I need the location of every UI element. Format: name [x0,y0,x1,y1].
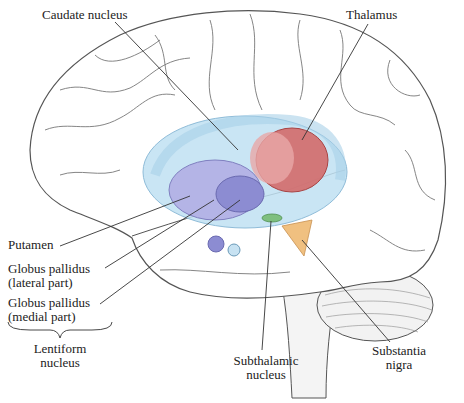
leader-line [302,240,390,342]
cerebrum-outline [30,11,446,298]
sulcus-line [405,150,435,200]
sulcus-line [60,58,190,92]
leader-line [60,196,190,246]
bracket [8,322,112,338]
sulcus-line [45,94,175,130]
sulcus-line [95,40,160,61]
sulcus-line [160,270,290,274]
cerebellum-folia [322,289,432,332]
sulcus-line [209,20,215,110]
globus-pallidus-shape [216,176,264,212]
sulcus-line [250,14,262,110]
leader-lines [60,22,390,350]
leader-line [100,200,240,304]
leader-line [302,24,368,140]
sulcus-line [370,230,425,251]
structure-label: Caudate nucleus [42,8,152,22]
structure-label: Globus pallidus (lateral part) [8,262,118,290]
subthalamic-shape [262,214,282,222]
structure-label: Lentiform nucleus [22,342,98,370]
structure-label: Thalamus [346,8,426,22]
structure-label: Globus pallidus (medial part) [8,296,118,324]
structure-label: Substantia nigra [358,344,440,372]
sulcus-line [60,170,120,175]
leader-line [105,200,214,268]
caudate-region [143,116,347,228]
sulcus-line [340,30,395,125]
substantia-nigra-shape [282,220,312,256]
leader-line [115,22,238,150]
leader-line [262,221,271,350]
structure-label: Putamen [8,238,78,252]
structure-label: Subthalamic nucleus [222,354,310,382]
caudate-tail [228,244,240,256]
amygdala-shape [208,236,224,252]
sulcus-line [298,20,303,100]
folium-line [325,289,430,298]
folium-line [326,314,428,322]
folium-line [322,301,432,310]
sulcus-line [388,60,420,96]
gyri-lines [45,14,435,274]
